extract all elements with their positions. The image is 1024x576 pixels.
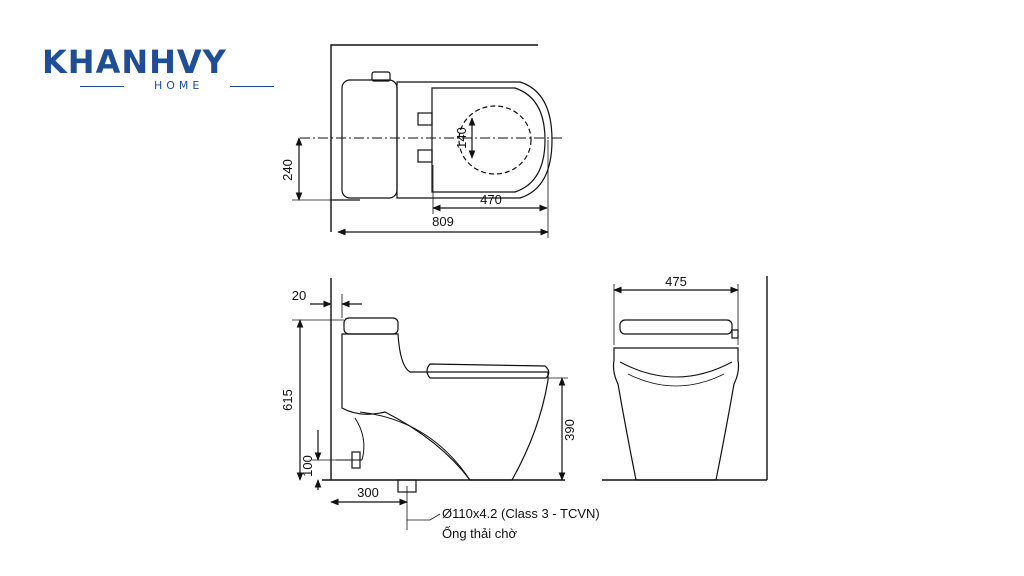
top-bowl-opening [458,105,532,175]
side-seat [426,363,550,379]
side-supply-pipe [336,417,365,461]
front-view [602,276,768,481]
front-body [612,347,740,481]
dim-809-text: 809 [432,214,454,229]
brand-logo: KHANHVY HOME [40,44,282,100]
dim-470-text: 470 [480,192,502,207]
top-wall [330,44,538,232]
top-seat-outline [431,87,546,193]
dim-140-text: 140 [454,127,469,149]
side-view [292,278,568,530]
side-tank-lid [343,317,399,335]
dim-615-text: 615 [280,389,295,411]
logo-rule-right [230,86,274,87]
outlet-leader [407,513,441,521]
dim-390-text: 390 [562,419,577,441]
logo-rule-left [80,86,124,87]
brand-sub-wrap: HOME [80,78,276,94]
top-bowl-outline [396,81,553,199]
hinge-bottom [417,149,433,163]
side-valve [351,451,361,469]
front-bowl-curve [627,373,725,387]
brand-name: KHANHVY [42,43,227,81]
brand-subtitle: HOME [154,79,204,92]
front-tank-lid [619,319,733,335]
dim-475-text: 475 [665,274,687,289]
front-flush-button [731,329,739,339]
dim-240-text: 240 [280,159,295,181]
dim-100-text: 100 [300,455,315,477]
side-body [341,333,549,481]
outlet-spec-text: Ø110x4.2 (Class 3 - TCVN) [442,506,600,521]
top-tank-knob [371,71,391,82]
top-tank [341,79,398,199]
dim-300-text: 300 [357,485,379,500]
dim-20-text: 20 [292,288,306,303]
top-view [292,44,565,238]
front-seat-curve [619,361,733,378]
outlet-label-text: Ống thải chờ [442,526,517,541]
side-trapway [359,411,471,481]
hinge-top [417,112,433,126]
